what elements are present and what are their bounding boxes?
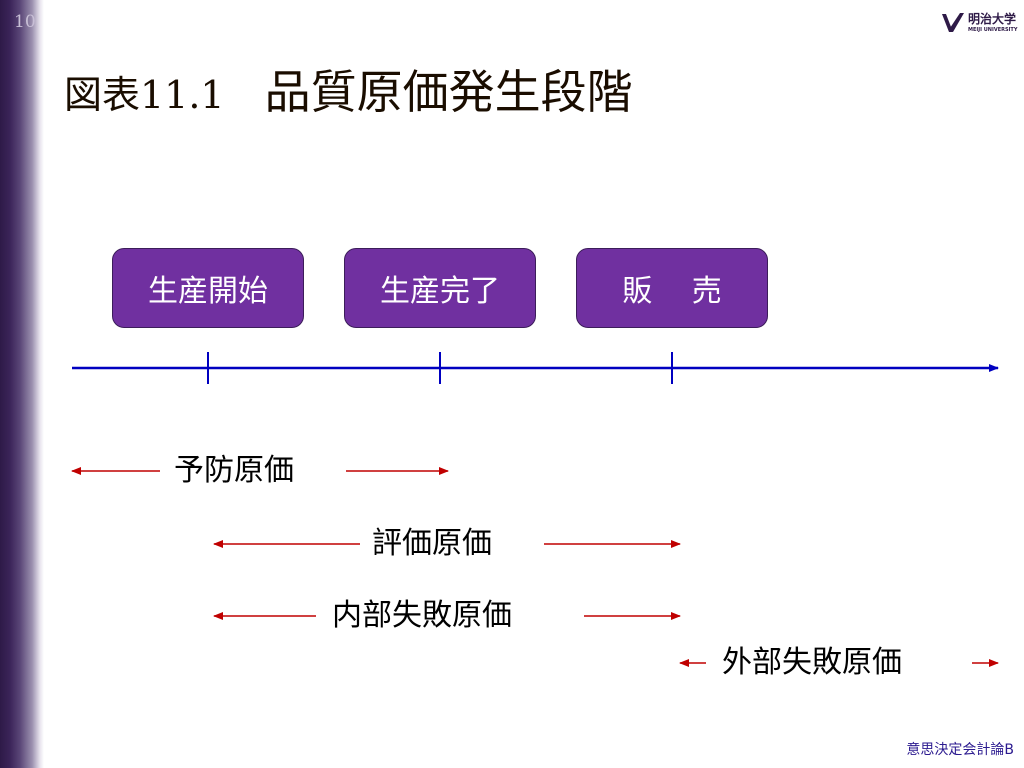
label-internal-failure-cost: 内部失敗原価 — [332, 598, 512, 633]
title-main: 品質原価発生段階 — [264, 65, 633, 119]
label-external-failure-cost: 外部失敗原価 — [722, 645, 902, 680]
footer-course-title: 意思決定会計論B — [906, 742, 1014, 758]
label-prevention-cost: 予防原価 — [174, 453, 294, 488]
page-number: 10 — [14, 12, 36, 32]
slide-title: 図表11.1 品質原価発生段階 — [64, 56, 633, 122]
stage-production-complete: 生産完了 — [344, 248, 536, 328]
label-appraisal-cost: 評価原価 — [372, 526, 492, 561]
stage-production-start: 生産開始 — [112, 248, 304, 328]
stage-sales: 販 売 — [576, 248, 768, 328]
side-bar — [0, 0, 44, 768]
logo-subtext: MEIJI UNIVERSITY — [968, 27, 1018, 33]
title-prefix: 図表11.1 — [64, 73, 225, 117]
logo-mark-icon — [942, 13, 964, 32]
logo-text: 明治大学 — [968, 12, 1017, 26]
university-logo: 明治大学 MEIJI UNIVERSITY — [940, 8, 1020, 38]
